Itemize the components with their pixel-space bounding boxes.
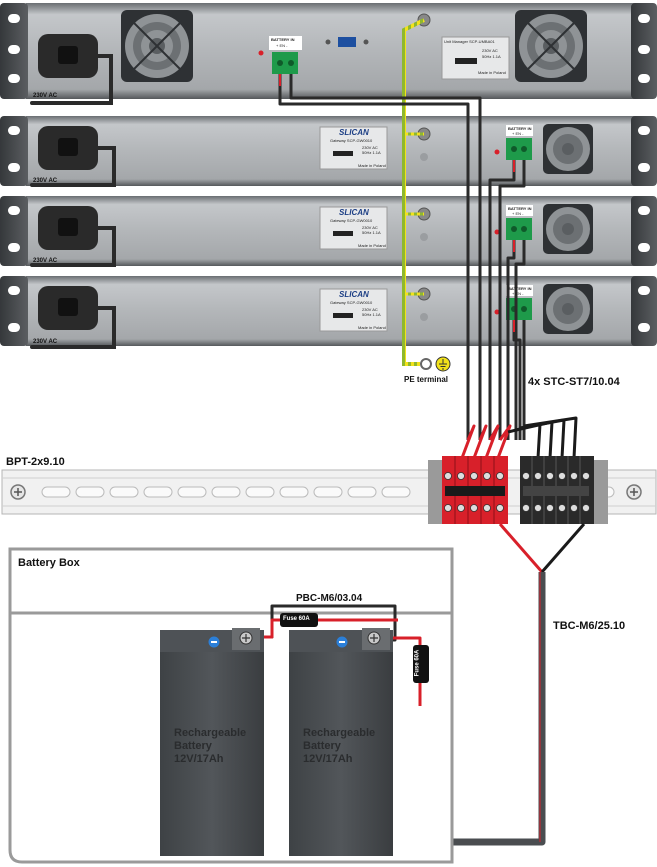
ring-terminal-icon <box>420 358 432 370</box>
ac-label-unit-4: 230V AC <box>33 339 58 345</box>
battery-terminal-icon <box>506 218 532 240</box>
product-label <box>319 206 388 250</box>
model-label: Gateway SCP-GW0010 <box>330 138 373 143</box>
rating-label: 230V AC <box>362 307 378 312</box>
fan-icon <box>543 124 593 174</box>
battery-terminal-icon <box>506 138 532 160</box>
rating-label: 230V AC <box>482 48 498 53</box>
fan-icon <box>543 204 593 254</box>
rack-unit-2 <box>0 116 657 186</box>
rating-label: 230V AC <box>362 225 378 230</box>
battery-2 <box>289 628 393 856</box>
product-label <box>319 126 388 170</box>
model-label: Gateway SCP-GW0010 <box>330 218 373 223</box>
brand-logo: SLICAN <box>339 128 369 137</box>
model-label: Unit Manager SCP-UMBA01 <box>444 39 495 44</box>
battery-in-label: BATTERY IN <box>508 126 532 131</box>
fan-icon <box>543 284 593 334</box>
battery-1 <box>160 628 264 856</box>
brand-logo: SLICAN <box>339 208 369 217</box>
pbc-label: PBC-M6/03.04 <box>296 593 363 604</box>
rack-unit-3 <box>0 196 657 266</box>
made-in-label: Made in Poland <box>358 163 386 168</box>
rack-unit-4 <box>0 276 657 346</box>
rating-label: 50Hz 1.1A <box>362 312 381 317</box>
tbc-label: TBC-M6/25.10 <box>553 620 626 632</box>
rating-label: 230V AC <box>362 145 378 150</box>
brand-logo: SLICAN <box>339 290 369 299</box>
battery-1-line1: Rechargeable <box>174 727 247 739</box>
ac-label-unit-2: 230V AC <box>33 178 58 184</box>
fuse-horizontal-label: Fuse 60A <box>283 616 310 622</box>
battery-pol-label: + EN - <box>512 131 524 136</box>
battery-terminal-icon <box>272 52 298 74</box>
battery-in-label: BATTERY IN <box>271 37 295 42</box>
fan-icon <box>121 10 193 82</box>
stc-cable-label: 4x STC-ST7/10.04 <box>528 376 620 388</box>
rack-unit-1 <box>0 3 657 99</box>
battery-2-line1: Rechargeable <box>303 727 376 739</box>
battery-2-text: Rechargeable Battery 12V/17Ah <box>303 727 375 766</box>
made-in-label: Made in Poland <box>358 325 386 330</box>
rating-label: 50Hz 1.1A <box>362 150 381 155</box>
battery-pol-label: + EN - <box>276 43 288 48</box>
model-label: Gateway SCP-GW0010 <box>330 300 373 305</box>
fuse-vertical-label: Fuse 60A <box>414 649 421 677</box>
made-in-label: Made in Poland <box>478 70 506 75</box>
made-in-label: Made in Poland <box>358 243 386 248</box>
ac-power-cables <box>30 54 116 349</box>
product-label <box>319 288 388 332</box>
stc-cables <box>278 74 578 459</box>
rating-label: 50Hz 1.1A <box>482 54 501 59</box>
bpt-label: BPT-2x9.10 <box>6 456 65 468</box>
battery-box-label: Battery Box <box>18 557 80 569</box>
terminal-blocks <box>428 456 608 524</box>
battery-2-line3: 12V/17Ah <box>303 753 353 765</box>
ac-label-unit-1: 230V AC <box>33 93 58 99</box>
fan-icon <box>515 10 587 82</box>
pe-terminal-label: PE terminal <box>404 375 449 384</box>
battery-in-label: BATTERY IN <box>508 206 532 211</box>
rating-label: 50Hz 1.1A <box>362 230 381 235</box>
battery-terminal-icon <box>506 298 532 320</box>
battery-1-line3: 12V/17Ah <box>174 753 224 765</box>
battery-2-line2: Battery <box>303 740 341 752</box>
battery-in-label: BATTERY IN <box>508 286 532 291</box>
usb-port-icon <box>338 37 356 47</box>
battery-pol-label: + EN - <box>512 291 524 296</box>
battery-pol-label: + EN - <box>512 211 524 216</box>
pe-ground-wire <box>402 18 451 372</box>
ac-label-unit-3: 230V AC <box>33 258 58 264</box>
battery-1-text: Rechargeable Battery 12V/17Ah <box>174 727 246 766</box>
battery-1-line2: Battery <box>174 740 212 752</box>
fuse-horizontal <box>280 613 318 627</box>
fuse-vertical <box>413 645 429 683</box>
